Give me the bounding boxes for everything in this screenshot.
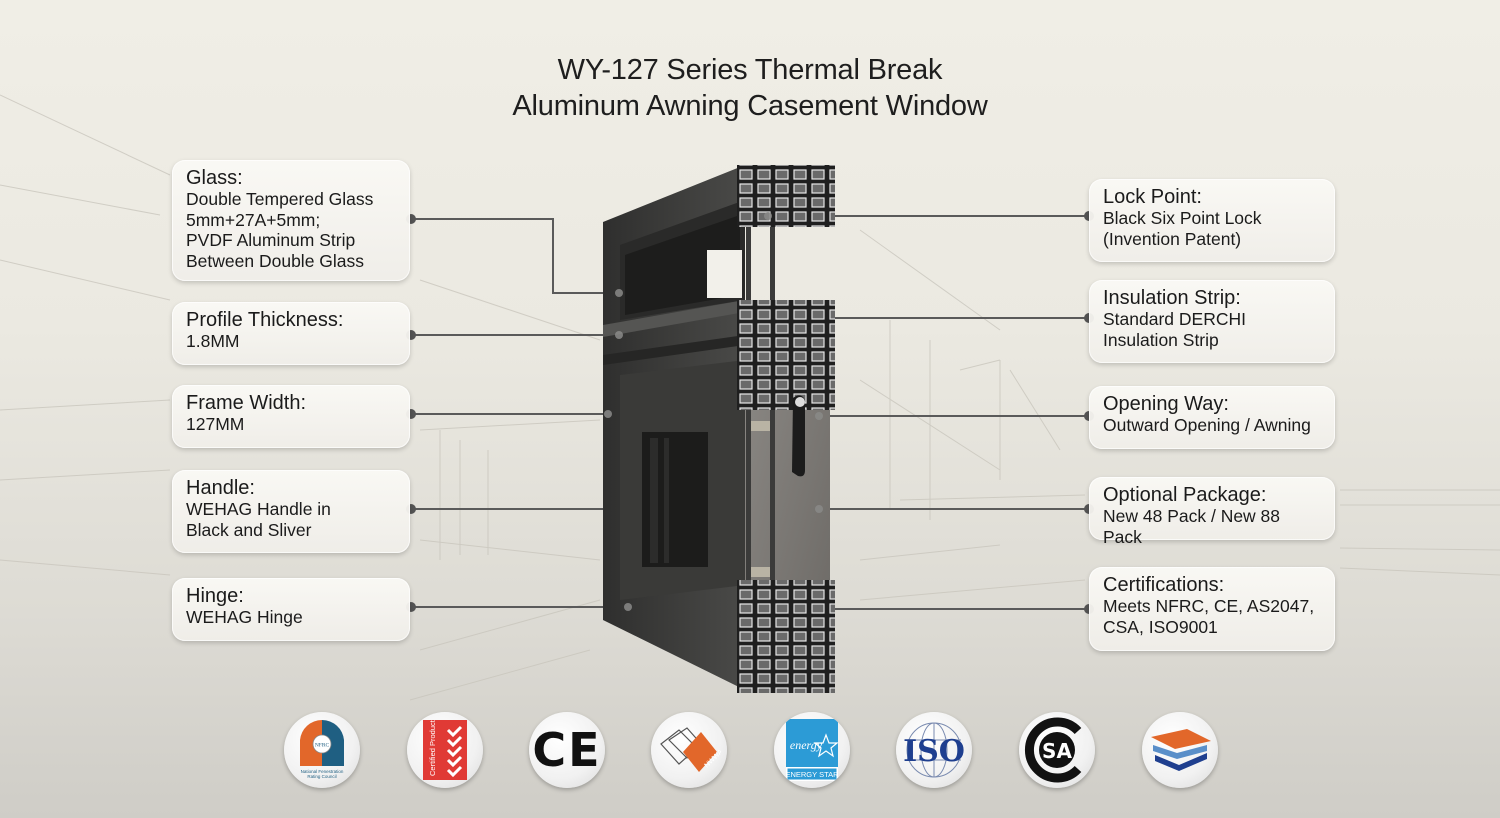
page-title: WY-127 Series Thermal Break Aluminum Awn… xyxy=(0,52,1500,124)
svg-text:ENERGY STAR: ENERGY STAR xyxy=(786,770,838,779)
feature-card-handle: Handle: WEHAG Handle in Black and Sliver xyxy=(172,470,410,553)
iso-logo-icon: ISO xyxy=(896,712,972,788)
window-cross-section-image xyxy=(603,165,835,693)
svg-text:SA: SA xyxy=(1042,739,1072,763)
ce-mark-icon: CE xyxy=(529,712,605,788)
title-line-1: WY-127 Series Thermal Break xyxy=(557,54,943,86)
energy-star-icon: energy ENERGY STAR xyxy=(774,712,850,788)
feature-card-certifications: Certifications: Meets NFRC, CE, AS2047, … xyxy=(1089,567,1335,651)
feature-card-glass: Glass: Double Tempered Glass 5mm+27A+5mm… xyxy=(172,160,410,281)
feature-label: Lock Point: xyxy=(1103,186,1202,208)
handle-graphic xyxy=(792,395,805,477)
feature-label: Insulation Strip: xyxy=(1103,287,1241,309)
feature-value: 1.8MM xyxy=(186,331,240,351)
feature-card-lock-point: Lock Point: Black Six Point Lock (Invent… xyxy=(1089,179,1335,262)
feature-label: Handle: xyxy=(186,477,255,499)
svg-text:ISO: ISO xyxy=(903,734,965,769)
svg-text:NFRC: NFRC xyxy=(315,743,330,749)
layers-logo-icon xyxy=(1142,712,1218,788)
feature-card-optional-package: Optional Package: New 48 Pack / New 88 P… xyxy=(1089,477,1335,547)
feature-card-hinge: Hinge: WEHAG Hinge xyxy=(172,578,410,641)
feature-value: New 48 Pack / New 88 Pack xyxy=(1103,506,1281,547)
feature-label: Profile Thickness: xyxy=(186,309,344,331)
feature-value: WEHAG Hinge xyxy=(186,607,303,627)
feature-label: Optional Package: xyxy=(1103,484,1267,506)
feature-value: Standard DERCHI Insulation Strip xyxy=(1103,309,1246,350)
title-line-2: Aluminum Awning Casement Window xyxy=(512,90,988,122)
feature-value: 127MM xyxy=(186,414,245,434)
svg-text:National Fenestration: National Fenestration xyxy=(301,769,344,774)
nwwa-logo-icon: NWWA xyxy=(651,712,727,788)
feature-card-profile-thickness: Profile Thickness: 1.8MM xyxy=(172,302,410,365)
feature-value: Outward Opening / Awning xyxy=(1103,415,1311,435)
feature-value: WEHAG Handle in Black and Sliver xyxy=(186,499,331,540)
feature-card-insulation-strip: Insulation Strip: Standard DERCHI Insula… xyxy=(1089,280,1335,363)
nfrc-logo-icon: NFRC National Fenestration Rating Counci… xyxy=(284,712,360,788)
feature-card-opening-way: Opening Way: Outward Opening / Awning xyxy=(1089,386,1335,449)
feature-card-frame-width: Frame Width: 127MM xyxy=(172,385,410,448)
feature-label: Frame Width: xyxy=(186,392,307,414)
svg-text:energy: energy xyxy=(790,738,823,752)
certification-badges-row: NFRC National Fenestration Rating Counci… xyxy=(0,712,1500,792)
feature-value: Meets NFRC, CE, AS2047, CSA, ISO9001 xyxy=(1103,596,1315,637)
svg-text:Rating Council: Rating Council xyxy=(307,774,336,779)
csa-logo-icon: SA xyxy=(1019,712,1095,788)
feature-value: Double Tempered Glass 5mm+27A+5mm; PVDF … xyxy=(186,189,374,271)
feature-label: Opening Way: xyxy=(1103,393,1229,415)
feature-label: Glass: xyxy=(186,167,243,189)
feature-value: Black Six Point Lock (Invention Patent) xyxy=(1103,208,1262,249)
certified-product-icon: Certified Product xyxy=(407,712,483,788)
feature-label: Hinge: xyxy=(186,585,244,607)
svg-text:Certified Product: Certified Product xyxy=(428,720,437,776)
feature-label: Certifications: xyxy=(1103,574,1225,596)
